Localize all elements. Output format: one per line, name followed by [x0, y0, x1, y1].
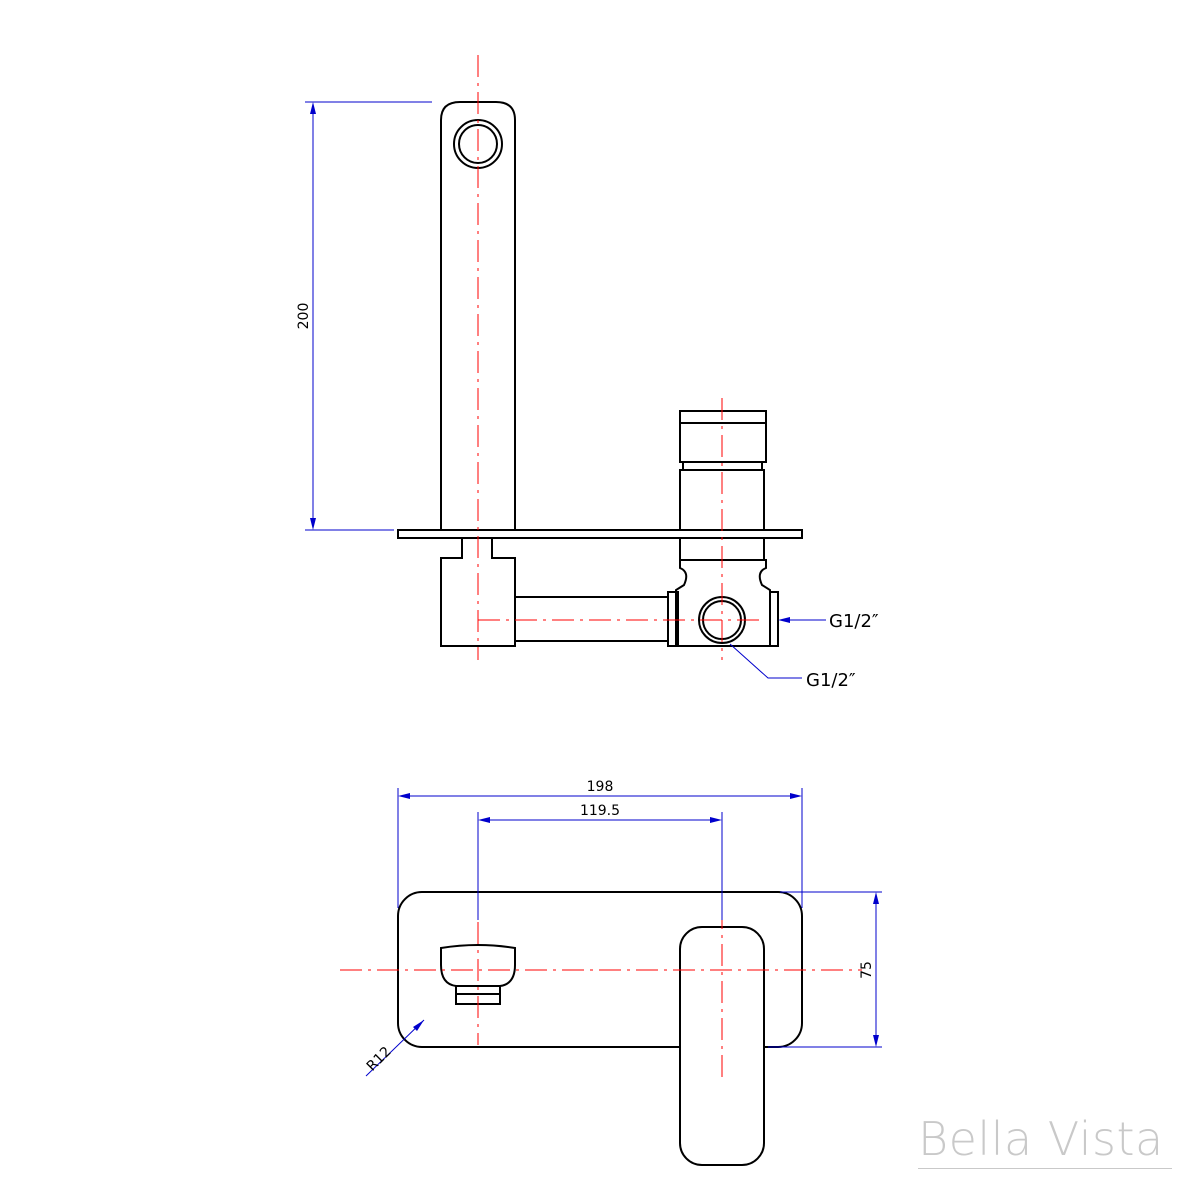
dim-r12-leader — [365, 1019, 425, 1077]
side-view: 200 G1/2″ G1/2″ — [296, 55, 879, 691]
brand-underline — [918, 1168, 1172, 1169]
dim-200-label: 200 — [296, 303, 312, 330]
dim-r12-arrow — [413, 1020, 424, 1031]
spout-inlet-block — [440, 538, 516, 647]
valve-body — [675, 559, 771, 647]
dim-198-arrow-left — [398, 793, 410, 799]
front-view: 198 119.5 75 R12 — [340, 779, 882, 1166]
dim-119-label: 119.5 — [580, 803, 620, 819]
dim-119-arrow-left — [478, 817, 490, 823]
front-spout — [440, 944, 516, 987]
callout-front-leader — [729, 643, 802, 679]
dim-200-arrow-top — [310, 102, 316, 114]
handle-cap — [679, 410, 767, 463]
valve-left-boss — [667, 591, 679, 647]
dim-200-arrow-bottom — [310, 518, 316, 530]
dim-75-label: 75 — [859, 961, 875, 979]
valve-right-boss — [769, 591, 779, 647]
callout-front-label: G1/2″ — [806, 670, 856, 691]
brand-logo-text: Bella Vista — [918, 1112, 1164, 1166]
callout-side-arrow — [778, 617, 790, 623]
dim-119-arrow-right — [710, 817, 722, 823]
dim-r12-label: R12 — [364, 1044, 395, 1075]
dim-75-arrow-bottom — [873, 1035, 879, 1047]
spout-outlet-inner — [458, 124, 498, 164]
wall-plate — [397, 529, 803, 539]
dim-75-arrow-top — [873, 892, 879, 904]
callout-side-label: G1/2″ — [829, 611, 879, 632]
dim-198-arrow-right — [790, 793, 802, 799]
dim-198-label: 198 — [587, 779, 614, 795]
